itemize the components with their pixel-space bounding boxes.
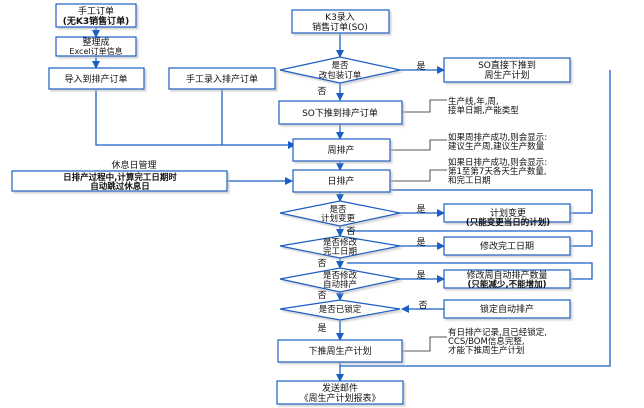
push-weekly-label: 下推周生产计划: [308, 345, 371, 357]
note-weekly-line2: 建议生产周,建议生产数量: [448, 141, 545, 152]
rest-mgmt-line2: 自动跳过休息日: [90, 181, 150, 192]
leader-weekly: [391, 139, 447, 151]
k3-entry-box: [291, 9, 390, 34]
import-order-label: 导入到排产订单: [64, 73, 127, 85]
modify-auto-done-line2: (只能减少,不能增加): [468, 279, 547, 290]
modify-auto-decision-line2: 自动排产: [323, 279, 357, 290]
weekly-sched-label: 周排产: [327, 144, 354, 156]
modify-finish-done-label: 修改完工日期: [480, 240, 534, 252]
lock-done-label: 锁定自动排产: [480, 303, 534, 315]
label-auto-yes: 是: [416, 270, 425, 281]
label-change-yes: 是: [416, 204, 425, 215]
rest-mgmt-line1: 日排产过程中,计算完工日期时: [63, 172, 177, 183]
so-direct-line2: 周生产计划: [484, 69, 529, 81]
so-push-box: [278, 100, 403, 125]
manual-entry-label: 手工录入排产订单: [186, 73, 258, 85]
edge-auto-return: [347, 262, 593, 280]
plan-change-decision-line2: 计划变更: [321, 213, 356, 224]
import-order-box: [48, 67, 145, 90]
locked-decision: [279, 299, 401, 321]
label-auto-no: 否: [317, 290, 326, 301]
packaging-decision: [279, 56, 401, 84]
note-leaders: [391, 99, 447, 352]
leader-so-fields: [402, 99, 447, 113]
label-locked-yes: 是: [317, 323, 326, 334]
modify-finish-done-box: [443, 236, 571, 256]
plan-change-done-box: [443, 203, 571, 223]
label-locked-no: 否: [418, 300, 427, 311]
send-email-box: [276, 380, 404, 405]
push-weekly-box: [277, 339, 403, 363]
packaging-decision-line2: 改包装订单: [319, 70, 362, 81]
plan-change-done-line2: (只能变更当日的计划): [466, 217, 550, 228]
label-finish-yes: 是: [416, 237, 425, 248]
modify-finish-decision-line1: 是否修改: [323, 237, 358, 248]
note-daily-line1: 如果日排产成功,则会显示:: [448, 157, 547, 168]
excel-order-line1: 整理成: [82, 36, 109, 48]
leader-push: [402, 336, 447, 352]
modify-finish-decision-line2: 完工日期: [323, 246, 357, 257]
so-direct-box: [443, 57, 571, 83]
leader-daily: [391, 169, 447, 182]
label-finish-no: 否: [317, 258, 326, 269]
note-daily-line2: 第1至第7天各天生产数量,: [448, 166, 547, 177]
modify-auto-done-box: [443, 269, 571, 289]
modify-finish-decision: [279, 235, 401, 259]
note-weekly-line1: 如果周排产成功,则会显示:: [448, 132, 547, 143]
label-change-no: 否: [346, 226, 355, 237]
note-daily-line3: 和完工日期: [448, 175, 491, 186]
plan-change-done-line1: 计划变更: [490, 207, 526, 219]
daily-sched-label: 日排产: [327, 175, 354, 187]
modify-auto-decision-line1: 是否修改: [323, 270, 358, 281]
plan-change-decision-line1: 是否: [329, 205, 347, 215]
k3-entry-line2: 销售订单(SO): [312, 21, 368, 33]
note-so-fields-line2: 接单日期,产能类型: [448, 105, 519, 116]
packaging-decision-line1: 是否: [331, 61, 349, 71]
edge-import-weekly: [95, 90, 296, 149]
daily-sched-box: [292, 169, 391, 193]
edge-change-return: [347, 189, 593, 214]
modify-auto-done-line1: 修改周自动排产数量: [466, 269, 547, 281]
edge-finish-return: [347, 230, 593, 247]
label-packaging-yes: 是: [416, 61, 425, 72]
manual-order-box: [55, 3, 137, 28]
rest-mgmt-title: 休息日管理: [111, 159, 156, 171]
manual-entry-box: [168, 67, 276, 90]
edge-direct-email: [340, 70, 611, 367]
so-direct-line1: SO直接下推到: [478, 59, 536, 71]
excel-order-box: [55, 36, 137, 57]
note-push-line3: 才能下推周生产计划: [448, 345, 525, 356]
locked-decision-label: 是否已锁定: [319, 304, 362, 315]
excel-order-line2: Excel订单信息: [69, 46, 122, 56]
rest-mgmt-box: [11, 170, 228, 192]
so-push-label: SO下推到排产订单: [302, 107, 378, 119]
plan-change-decision: [279, 200, 401, 227]
note-so-fields-line1: 生产线,年,周,: [448, 96, 499, 107]
send-email-line2: 《周生产计划报表》: [299, 392, 380, 404]
note-push-line2: CCS/BOM信息完整,: [448, 336, 525, 347]
manual-order-line1: 手工订单: [78, 5, 114, 17]
lock-done-box: [443, 299, 571, 319]
label-packaging-no: 否: [317, 86, 326, 97]
note-push-line1: 有日排产记录,且已经锁定,: [448, 327, 547, 338]
modify-auto-decision: [279, 267, 401, 293]
k3-entry-line1: K3录入: [325, 12, 355, 23]
weekly-sched-box: [292, 138, 391, 162]
send-email-line1: 发送邮件: [322, 382, 358, 394]
manual-order-line2: (无K3销售订单): [63, 15, 129, 27]
connectors: [92, 27, 611, 382]
